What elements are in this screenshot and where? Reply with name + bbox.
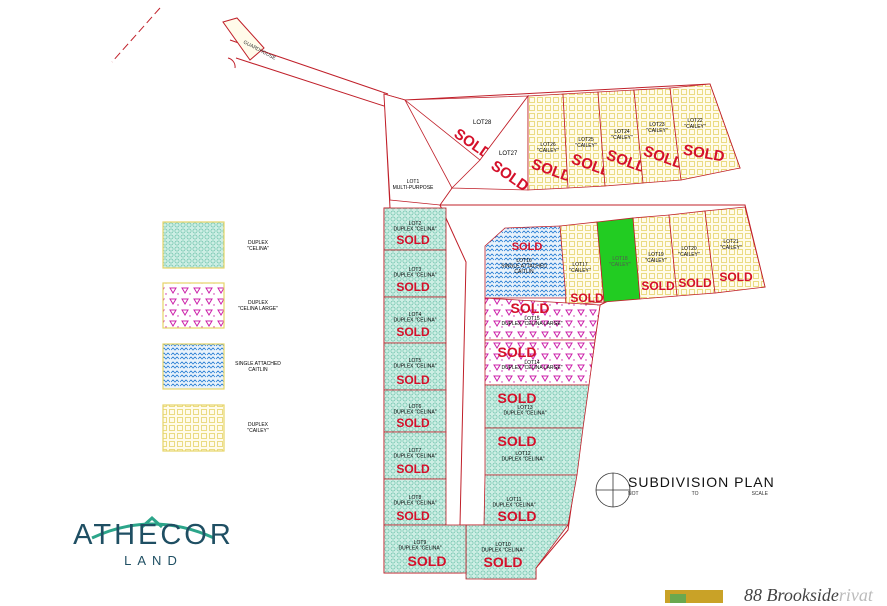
lot-label: LOT19"CAILEY" bbox=[645, 252, 667, 264]
sold-label: SOLD bbox=[641, 279, 675, 293]
lots-right-row: LOT17"CAILEY" SOLD LOT18"CAILEY" LOT19"C… bbox=[559, 206, 766, 306]
lot-26[interactable]: LOT26"CAILEY" SOLD bbox=[527, 93, 574, 191]
lot-label: LOT23"CAILEY" bbox=[646, 122, 668, 134]
lot-label: LOT25"CAILEY" bbox=[575, 137, 597, 149]
logo-sub: LAND bbox=[124, 553, 183, 568]
scale-note: NOT TO SCALE bbox=[628, 491, 768, 497]
scale-note-word: NOT bbox=[628, 491, 639, 497]
sold-label: SOLD bbox=[570, 291, 604, 305]
sold-label: SOLD bbox=[396, 462, 430, 476]
sold-label: SOLD bbox=[484, 554, 523, 570]
sold-label: SOLD bbox=[498, 508, 537, 524]
sold-label: SOLD bbox=[719, 270, 753, 284]
lot-17[interactable]: LOT17"CAILEY" SOLD bbox=[559, 221, 605, 306]
lot-label: LOT26"CAILEY" bbox=[537, 142, 559, 154]
scale-note-word: TO bbox=[691, 491, 699, 497]
scale-note-word: SCALE bbox=[751, 491, 768, 497]
brand-strip bbox=[665, 590, 723, 603]
lots-top-row: LOT26"CAILEY" SOLD LOT25"CAILEY" SOLD LO… bbox=[527, 83, 741, 191]
sold-label: SOLD bbox=[678, 276, 712, 290]
lot-label: LOT27 bbox=[499, 151, 518, 157]
athecor-logo: ATHECOR LAND bbox=[66, 518, 241, 568]
sold-label: SOLD bbox=[512, 241, 543, 253]
legend-item-celina: DUPLEX"CELINA" bbox=[162, 221, 269, 269]
sold-label: SOLD bbox=[396, 509, 430, 523]
north-arrow-icon bbox=[595, 472, 631, 508]
sold-label: SOLD bbox=[396, 233, 430, 247]
lot-label: LOT18"CAILEY" bbox=[609, 256, 631, 268]
brand-tail: 88 Brooksiderivat bbox=[744, 585, 873, 606]
lot-23[interactable]: LOT23"CAILEY" SOLD bbox=[633, 87, 686, 184]
lot-label: LOT22"CAILEY" bbox=[684, 118, 706, 130]
sold-label: SOLD bbox=[396, 280, 430, 294]
legend-item-celina-large: DUPLEX"CELINA LARGE" bbox=[162, 282, 278, 329]
lot-label: LOT20"CAILEY" bbox=[678, 246, 700, 258]
sold-label: SOLD bbox=[396, 373, 430, 387]
lot-label: LOT24"CAILEY" bbox=[611, 129, 633, 141]
logo-name: ATHECOR bbox=[73, 519, 234, 551]
legend-label: DUPLEX"CELINA LARGE" bbox=[238, 300, 278, 312]
sold-label: SOLD bbox=[408, 553, 447, 569]
brand-tail-fade: rivat bbox=[838, 585, 873, 605]
lot-label: LOT21"CAILEY" bbox=[720, 239, 742, 251]
lot-22[interactable]: LOT22"CAILEY" SOLD bbox=[669, 83, 741, 181]
sold-label: SOLD bbox=[396, 325, 430, 339]
sold-label: SOLD bbox=[498, 344, 537, 360]
lot-18[interactable]: LOT18"CAILEY" bbox=[596, 217, 641, 303]
athecor-arch-icon bbox=[91, 515, 215, 540]
lot-20[interactable]: LOT20"CAILEY" SOLD bbox=[668, 210, 716, 297]
lot-19[interactable]: LOT19"CAILEY" SOLD bbox=[632, 214, 678, 300]
legend: DUPLEX"CELINA" DUPLEX"CELINA LARGE" SING… bbox=[162, 221, 281, 452]
entry-road bbox=[111, 7, 389, 107]
sold-label: SOLD bbox=[498, 433, 537, 449]
lot-label: LOT28 bbox=[473, 120, 492, 126]
sold-label: SOLD bbox=[511, 300, 550, 316]
lot-label: LOT17"CAILEY" bbox=[569, 262, 591, 274]
lot-21[interactable]: LOT21"CAILEY" SOLD bbox=[704, 206, 766, 294]
sold-label: SOLD bbox=[498, 390, 537, 406]
sold-label: SOLD bbox=[396, 416, 430, 430]
lot-27[interactable]: LOT27 SOLD bbox=[451, 94, 532, 195]
legend-label: DUPLEX"CAILEY" bbox=[247, 422, 269, 434]
brand-tail-text: 88 Brookside bbox=[744, 585, 839, 605]
legend-item-cailey: DUPLEX"CAILEY" bbox=[162, 404, 269, 452]
plan-title: SUBDIVISION PLAN bbox=[628, 474, 775, 490]
legend-label: DUPLEX"CELINA" bbox=[247, 240, 269, 252]
